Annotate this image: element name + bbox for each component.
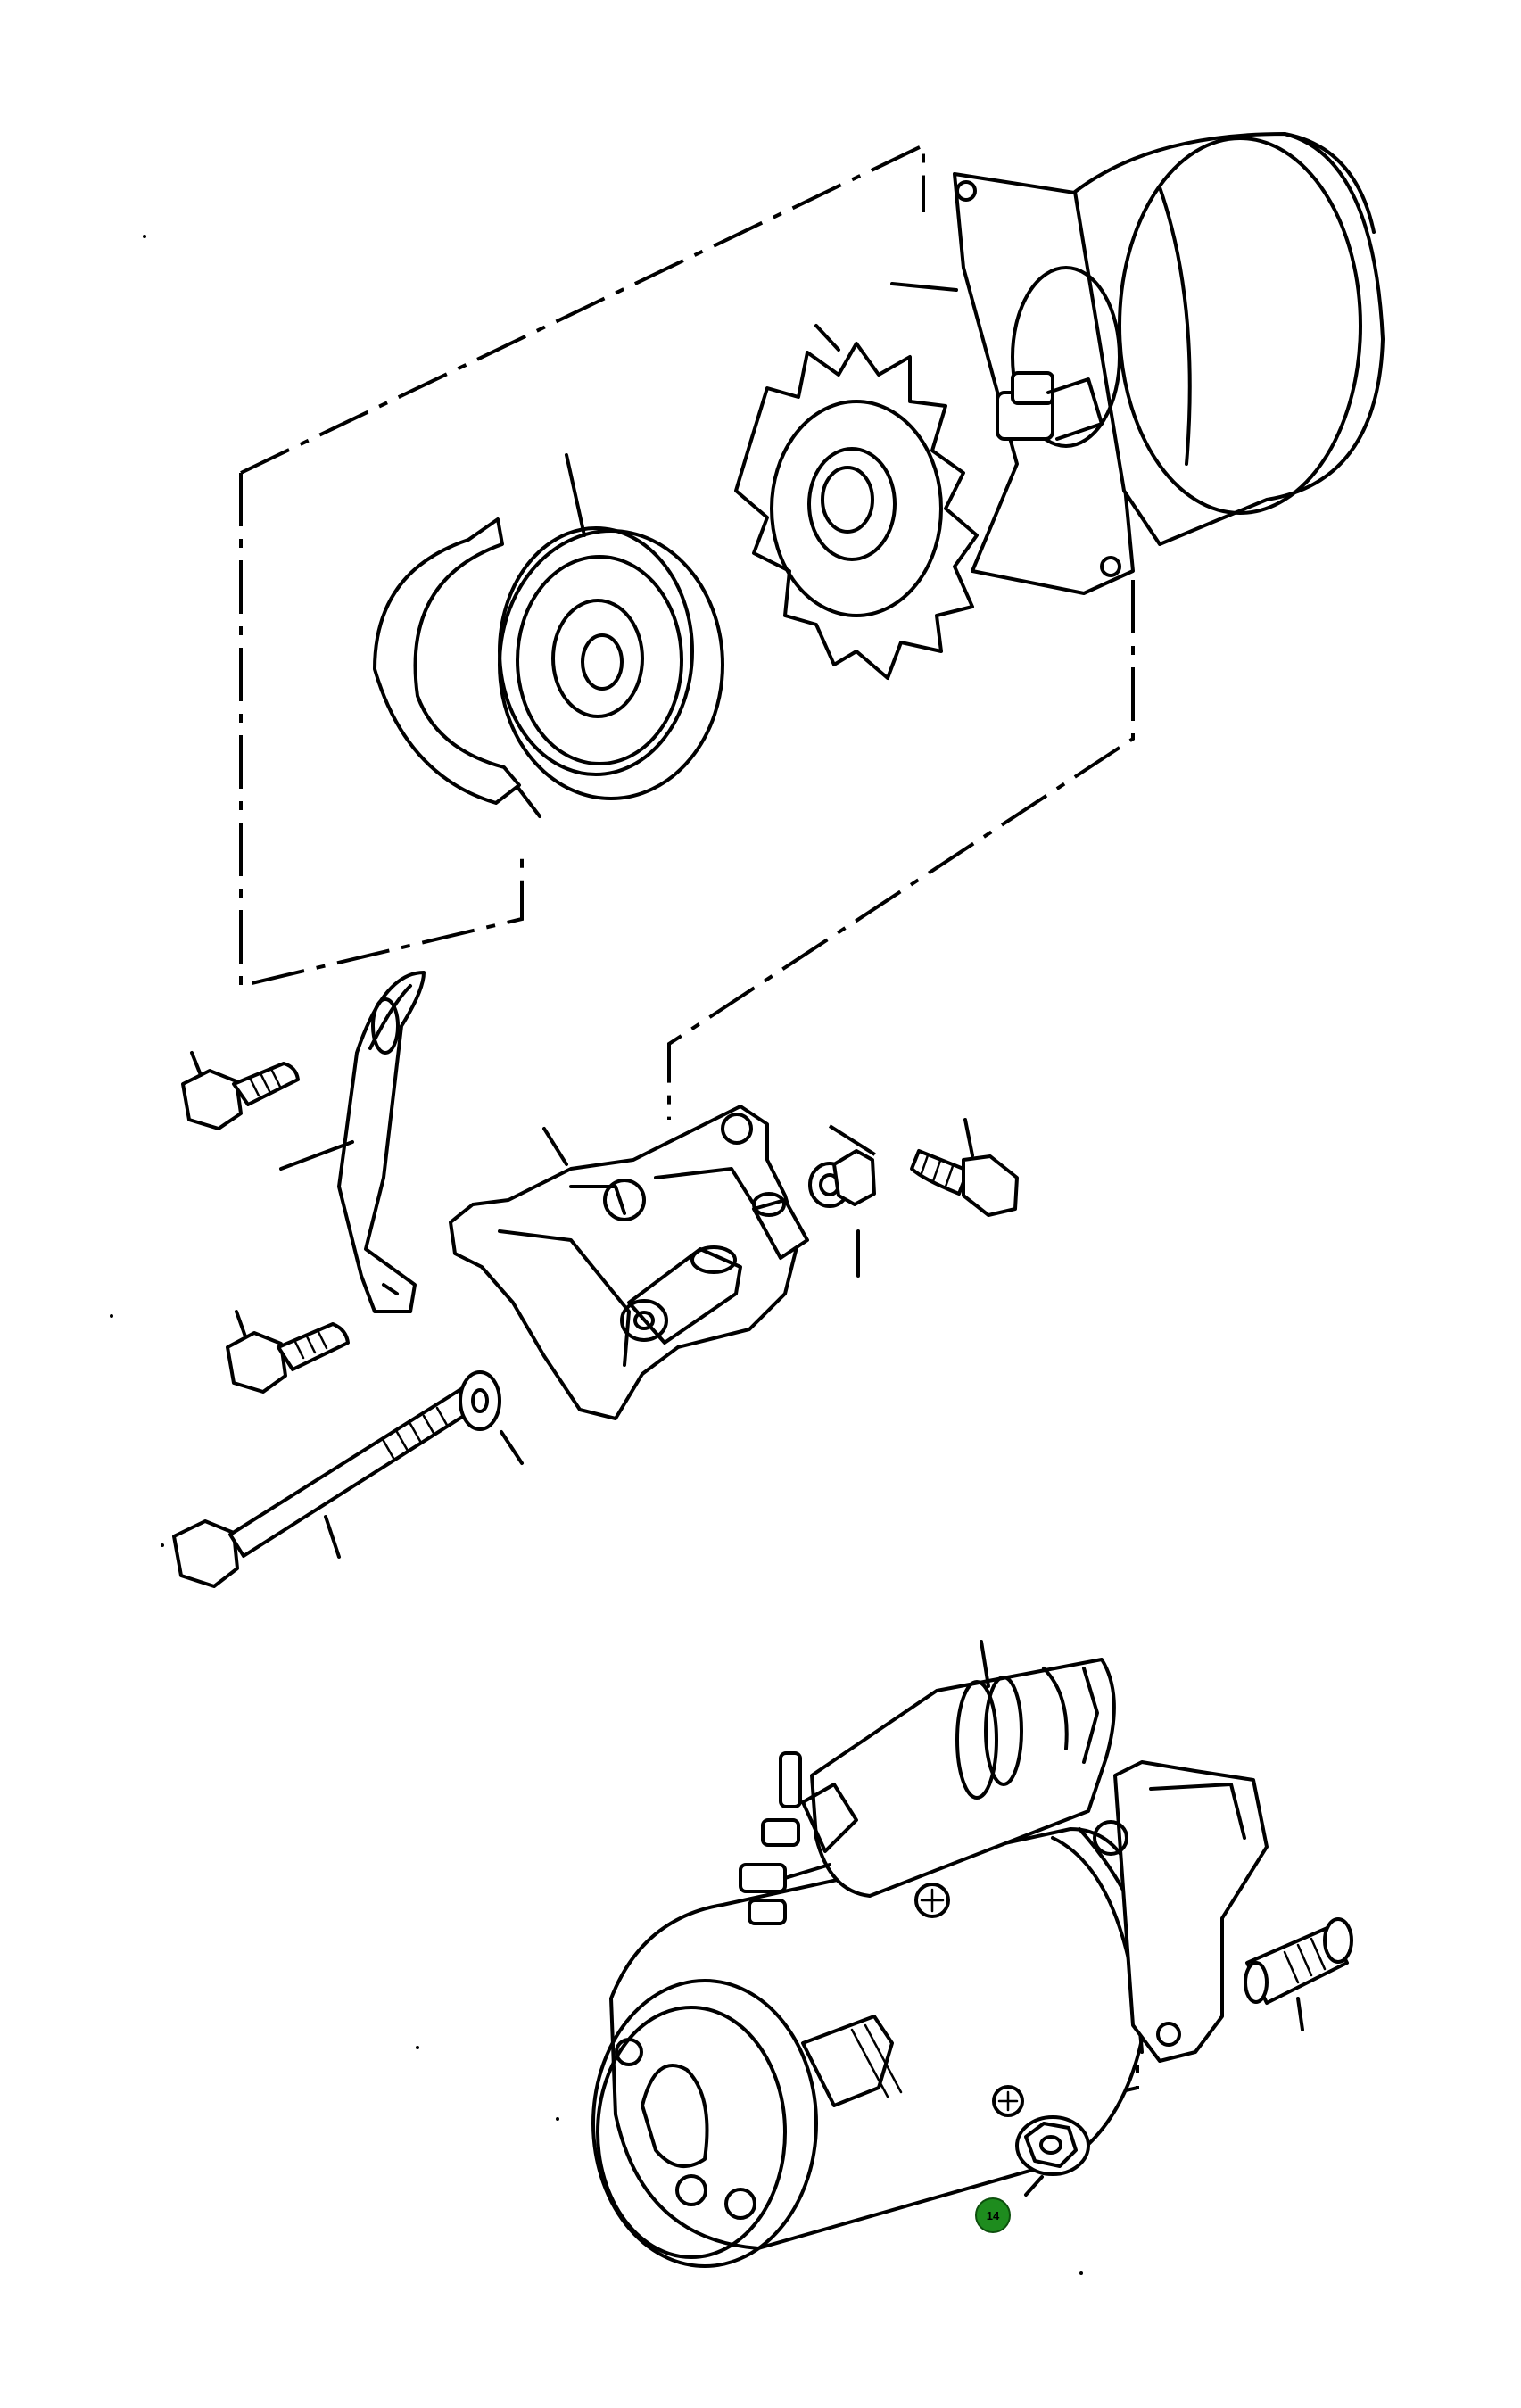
starter-drive-housing (1093, 1760, 1269, 2063)
alternator[interactable] (890, 132, 1385, 595)
bolt-lower-left[interactable] (226, 1310, 350, 1394)
washer-long-bolt[interactable] (459, 1370, 524, 1465)
callout-14-label: 14 (987, 2209, 1000, 2222)
pulley[interactable] (498, 453, 724, 800)
bolt-right[interactable] (910, 1118, 1019, 1217)
callout-14[interactable]: 14 (975, 2197, 1011, 2233)
adjustment-strap[interactable] (279, 971, 426, 1313)
long-pivot-bolt[interactable] (172, 1386, 481, 1588)
bracket-sleeve (620, 1245, 742, 1345)
cooling-fan[interactable] (734, 324, 979, 680)
bracket-bushing-right (752, 1192, 809, 1260)
starter-screw-cross (914, 1883, 1024, 2117)
flanged-nut-right[interactable] (808, 1149, 876, 1278)
scan-specks (110, 235, 1083, 2275)
pulley-shield[interactable] (373, 517, 541, 818)
starter-stud[interactable] (1244, 1917, 1353, 2031)
mounting-bracket[interactable] (449, 1105, 809, 1420)
starter-motor[interactable] (591, 1640, 1269, 2268)
bolt-upper-left[interactable] (181, 1051, 300, 1130)
callout-14-marker[interactable] (975, 2197, 1011, 2233)
solenoid-terminals (739, 1751, 858, 1925)
alternator-shaft-nut (996, 371, 1104, 441)
flanged-nut-starter[interactable] (1015, 2115, 1090, 2197)
starter-band-clamp (801, 2015, 903, 2107)
